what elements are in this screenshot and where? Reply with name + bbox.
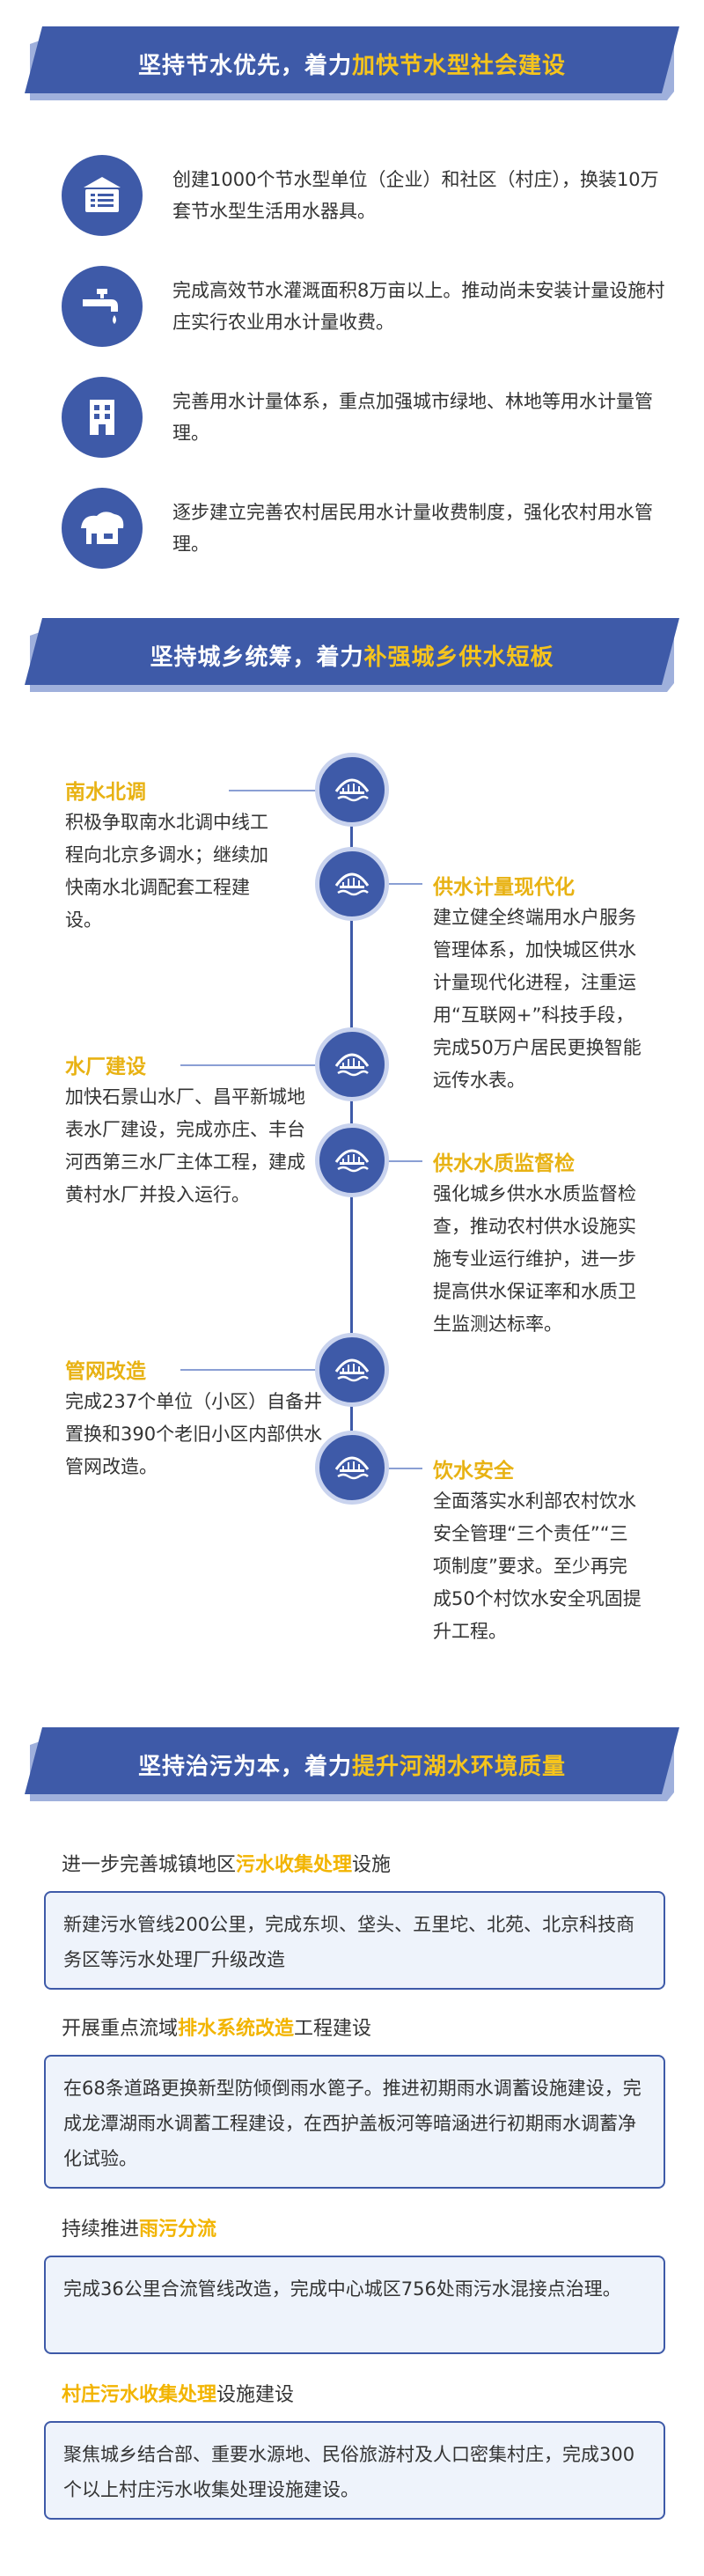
s3-head-1-post: 设施 [352,1854,392,1876]
s3-box-1: 新建污水管线200公里，完成东坝、垡头、五里坨、北苑、北京科技商务区等污水处理厂… [44,1891,665,1990]
right-body-1: 建立健全终端用水户服务管理体系，加快城区供水计量现代化进程，注重运用“互联网+”… [433,907,642,1091]
s3-head-3: 持续推进雨污分流 [62,2213,216,2241]
water-node-icon [315,847,389,921]
s3-head-4: 村庄污水收集处理设施建设 [62,2379,294,2407]
s3-head-2-post: 工程建设 [294,2018,372,2040]
water-node-icon [315,1431,389,1505]
right-body-3: 全面落实水利部农村饮水安全管理“三个责任”“三项制度”要求。至少再完成50个村饮… [433,1490,642,1642]
s3-box-2: 在68条道路更换新型防倾倒雨水篦子。推进初期雨水调蓄设施建设，完成龙潭湖雨水调蓄… [44,2055,665,2189]
s3-head-4-post: 设施建设 [216,2384,295,2406]
s3-head-3-hl: 雨污分流 [139,2219,217,2241]
section2-banner: 坚持城乡统筹，着力补强城乡供水短板 [25,618,679,692]
s3-head-1-pre: 进一步完善城镇地区 [62,1854,237,1876]
connector-right-3 [387,1468,422,1469]
section2-banner-prefix: 坚持城乡统筹，着力 [150,644,364,671]
connector-left-2 [180,1064,317,1066]
section3-banner-highlight: 提升河湖水环境质量 [352,1753,567,1780]
connector-left-1 [229,790,317,791]
s1-item-3-text: 完善用水计量体系，重点加强城市绿地、林地等用水计量管理。 [172,391,653,444]
s3-head-2-pre: 开展重点流域 [62,2018,179,2040]
right-title-1: 供水计量现代化 [433,876,575,899]
right-title-3: 饮水安全 [433,1460,514,1483]
water-node-icon [315,1333,389,1407]
s1-item-3: 完善用水计量体系，重点加强城市绿地、林地等用水计量管理。 [62,373,669,461]
s1-item-2: 完成高效节水灌溉面积8万亩以上。推动尚未安装计量设施村庄实行农业用水计量收费。 [62,262,669,350]
s3-head-3-pre: 持续推进 [62,2219,140,2241]
water-node-icon [315,1123,389,1197]
section3-banner: 坚持治污为本，着力提升河湖水环境质量 [25,1727,679,1801]
connector-right-2 [387,1160,422,1162]
section3-banner-prefix: 坚持治污为本，着力 [137,1753,352,1780]
s1-item-4: 逐步建立完善农村居民用水计量收费制度，强化农村用水管理。 [62,484,669,572]
s3-head-2-hl: 排水系统改造 [178,2018,295,2040]
s1-item-1-text: 创建1000个节水型单位（企业）和社区（村庄），换装10万套节水型生活用水器具。 [172,169,659,222]
section2-banner-highlight: 补强城乡供水短板 [363,644,554,671]
left-title-2: 水厂建设 [65,1056,146,1078]
s1-item-2-text: 完成高效节水灌溉面积8万亩以上。推动尚未安装计量设施村庄实行农业用水计量收费。 [172,280,665,333]
right-title-2: 供水水质监督检 [433,1152,575,1175]
building-icon [62,377,143,458]
section1-banner: 坚持节水优先，着力加快节水型社会建设 [25,26,679,100]
connector-right-1 [387,883,422,885]
faucet-icon [62,266,143,347]
s3-head-1-hl: 污水收集处理 [236,1854,353,1876]
right-body-2: 强化城乡供水水质监督检查，推动农村供水设施实施专业运行维护，进一步提高供水保证率… [433,1183,636,1335]
s3-box-4: 聚焦城乡结合部、重要水源地、民俗旅游村及人口密集村庄，完成300个以上村庄污水收… [44,2421,665,2520]
village-icon [62,488,143,569]
left-title-1: 南水北调 [65,781,146,804]
s3-box-3: 完成36公里合流管线改造，完成中心城区756处雨污水混接点治理。 [44,2256,665,2354]
left-body-1: 积极争取南水北调中线工程向北京多调水；继续加快南水北调配套工程建设。 [65,812,268,931]
section1-banner-highlight: 加快节水型社会建设 [352,52,567,79]
water-node-icon [315,1027,389,1101]
s3-head-4-hl: 村庄污水收集处理 [62,2384,217,2406]
left-body-2: 加快石景山水厂、昌平新城地表水厂建设，完成亦庄、丰台河西第三水厂主体工程，建成黄… [65,1086,305,1205]
s1-item-4-text: 逐步建立完善农村居民用水计量收费制度，强化农村用水管理。 [172,502,653,555]
connector-left-3 [180,1369,317,1371]
s1-item-1: 创建1000个节水型单位（企业）和社区（村庄），换装10万套节水型生活用水器具。 [62,151,669,239]
left-title-3: 管网改造 [65,1360,146,1383]
s3-head-2: 开展重点流域排水系统改造工程建设 [62,2013,371,2041]
section1-banner-prefix: 坚持节水优先，着力 [137,52,352,79]
water-node-icon [315,753,389,827]
s3-head-1: 进一步完善城镇地区污水收集处理设施 [62,1849,391,1877]
document-list-icon [62,155,143,236]
left-body-3: 完成237个单位（小区）自备井置换和390个老旧小区内部供水管网改造。 [65,1391,323,1477]
